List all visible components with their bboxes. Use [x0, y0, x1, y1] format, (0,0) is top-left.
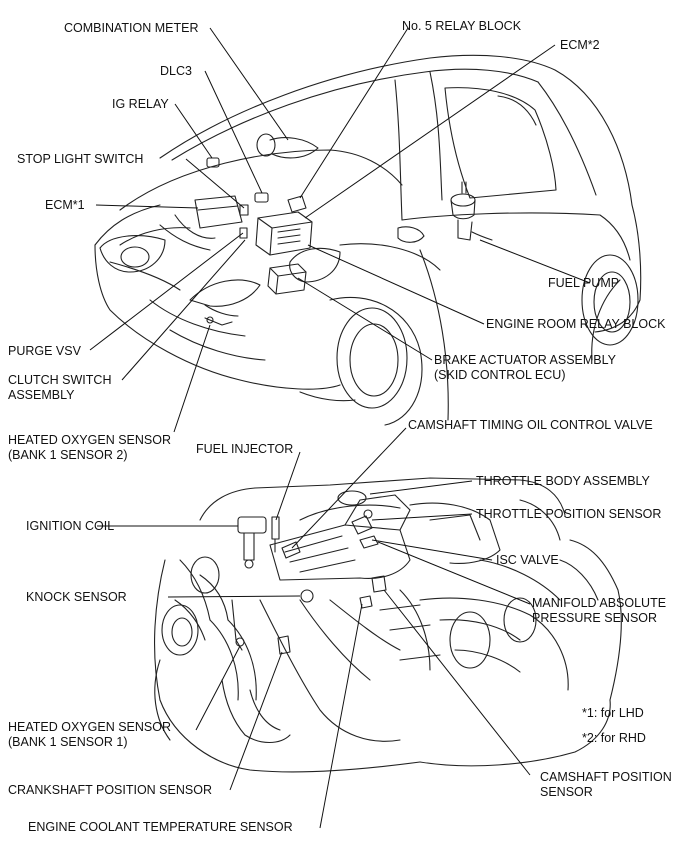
camshaft-ocv-part — [281, 541, 301, 559]
camshaft-position-sensor-part — [371, 575, 387, 593]
label-brake-actuator-line2: (SKID CONTROL ECU) — [434, 368, 566, 382]
throttle-position-sensor-part — [351, 509, 373, 535]
label-ho2s1-line1: HEATED OXYGEN SENSOR — [8, 720, 171, 734]
label-brake-actuator-assembly: BRAKE ACTUATOR ASSEMBLY (SKID CONTROL EC… — [434, 353, 616, 383]
label-fuel-pump: FUEL PUMP — [548, 276, 620, 290]
label-crankshaft-position-sensor: CRANKSHAFT POSITION SENSOR — [8, 783, 212, 797]
ignition-coil-part — [237, 516, 267, 569]
label-dlc3: DLC3 — [160, 64, 192, 78]
note-rhd: *2: for RHD — [582, 731, 646, 745]
ecm1-part — [159, 195, 243, 251]
crankshaft-position-sensor-part — [277, 635, 291, 655]
label-camshaft-position-line2: SENSOR — [540, 785, 593, 799]
knock-sensor-part — [300, 589, 314, 603]
label-clutch-switch-assembly: CLUTCH SWITCH ASSEMBLY — [8, 373, 111, 403]
ect-sensor-part — [359, 595, 373, 609]
dlc3-part — [254, 192, 269, 203]
label-brake-actuator-line1: BRAKE ACTUATOR ASSEMBLY — [434, 353, 617, 367]
purge-vsv-part — [239, 227, 248, 239]
label-clutch-switch-line1: CLUTCH SWITCH — [8, 373, 112, 387]
label-engine-room-relay-block: ENGINE ROOM RELAY BLOCK — [486, 317, 666, 331]
fuel-pump-part — [450, 181, 493, 241]
combination-meter-part — [256, 133, 319, 159]
isc-valve-part — [359, 535, 379, 549]
label-combination-meter: COMBINATION METER — [64, 21, 199, 35]
engine-room-relay-block-part — [255, 211, 313, 256]
label-fuel-injector: FUEL INJECTOR — [196, 442, 294, 456]
label-knock-sensor: KNOCK SENSOR — [26, 590, 127, 604]
label-purge-vsv: PURGE VSV — [8, 344, 81, 358]
brake-actuator-part — [267, 263, 307, 295]
label-throttle-position-sensor: THROTTLE POSITION SENSOR — [476, 507, 662, 521]
label-map-sensor-line1: MANIFOLD ABSOLUTE — [532, 596, 667, 610]
label-ignition-coil: IGNITION COIL — [26, 519, 115, 533]
label-ecm2: ECM*2 — [560, 38, 600, 52]
label-heated-oxygen-sensor-b1s2: HEATED OXYGEN SENSOR (BANK 1 SENSOR 2) — [8, 433, 171, 463]
ig-relay-part — [206, 157, 220, 168]
label-engine-coolant-temperature-sensor: ENGINE COOLANT TEMPERATURE SENSOR — [28, 820, 293, 834]
label-ig-relay: IG RELAY — [112, 97, 169, 111]
note-lhd: *1: for LHD — [582, 706, 644, 720]
label-camshaft-position-sensor: CAMSHAFT POSITION SENSOR — [540, 770, 672, 800]
label-no5-relay-block: No. 5 RELAY BLOCK — [402, 19, 522, 33]
label-ho2s2-line2: (BANK 1 SENSOR 2) — [8, 448, 128, 462]
label-clutch-switch-line2: ASSEMBLY — [8, 388, 75, 402]
stop-light-switch-part — [239, 204, 249, 216]
label-camshaft-position-line1: CAMSHAFT POSITION — [540, 770, 672, 784]
no5-relay-block-part — [287, 195, 307, 213]
label-ho2s2-line1: HEATED OXYGEN SENSOR — [8, 433, 171, 447]
label-camshaft-timing-oil-control-valve: CAMSHAFT TIMING OIL CONTROL VALVE — [408, 418, 653, 432]
ho2s2-part — [204, 317, 233, 326]
fuel-injector-part — [271, 516, 280, 553]
label-map-sensor-line2: PRESSURE SENSOR — [532, 611, 658, 625]
label-stop-light-switch: STOP LIGHT SWITCH — [17, 152, 144, 166]
label-isc-valve: ISC VALVE — [496, 553, 559, 567]
label-throttle-body-assembly: THROTTLE BODY ASSEMBLY — [476, 474, 650, 488]
leader-lines — [89, 27, 591, 829]
car-body-outline — [94, 54, 642, 426]
label-ho2s1-line2: (BANK 1 SENSOR 1) — [8, 735, 128, 749]
ho2s1-part — [231, 599, 245, 651]
label-heated-oxygen-sensor-b1s1: HEATED OXYGEN SENSOR (BANK 1 SENSOR 1) — [8, 720, 171, 750]
label-ecm1: ECM*1 — [45, 198, 85, 212]
label-manifold-absolute-pressure-sensor: MANIFOLD ABSOLUTE PRESSURE SENSOR — [532, 596, 666, 626]
